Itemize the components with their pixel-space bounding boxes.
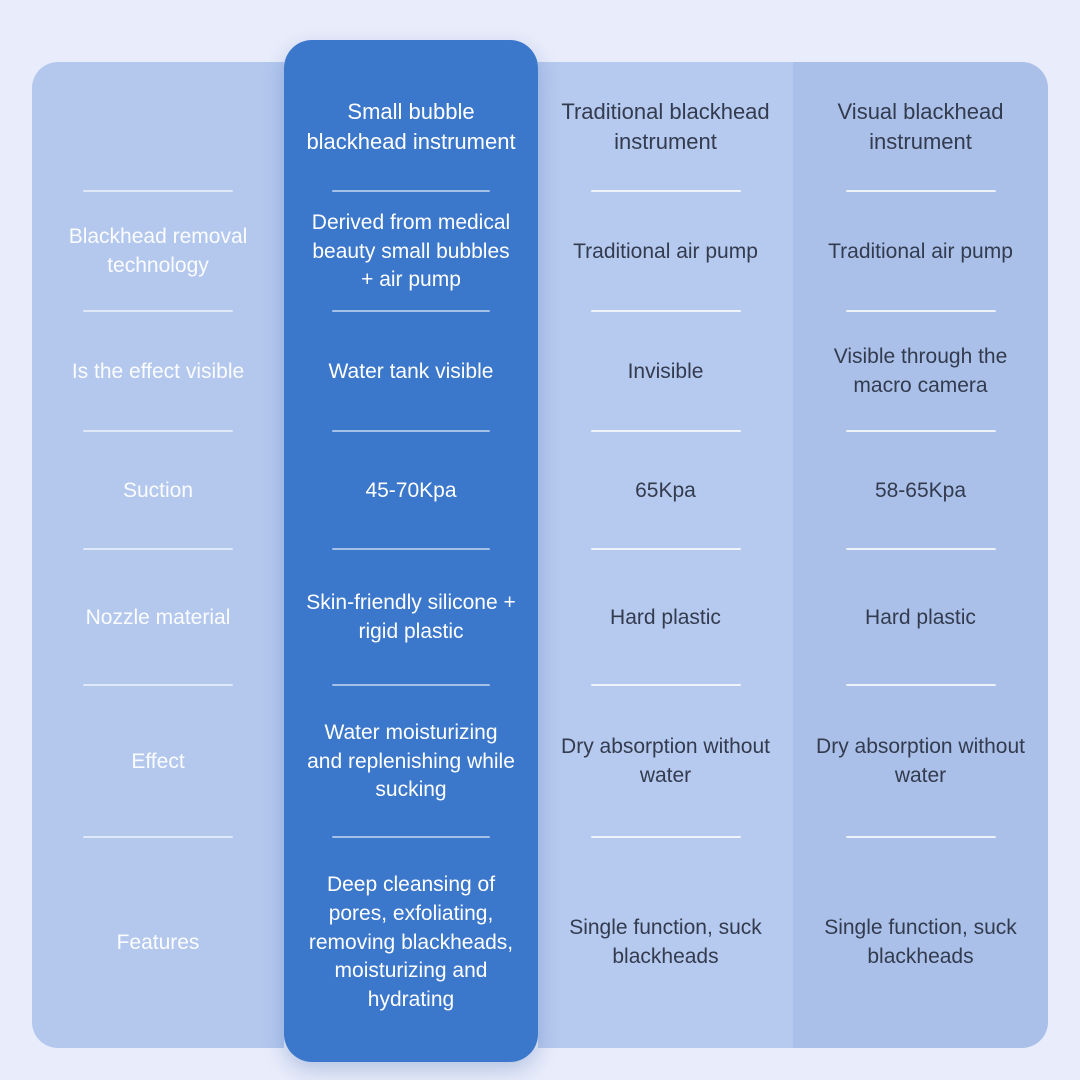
cell-value: Visible through the macro camera [833, 345, 1008, 397]
row-label-cell: Effect [32, 686, 284, 838]
table-cell: Hard plastic [538, 550, 793, 686]
table-cell: Single function, suck blackheads [538, 838, 793, 1048]
row-divider [83, 836, 233, 838]
table-cell: Water tank visible [284, 312, 538, 432]
table-cell: Single function, suck blackheads [793, 838, 1048, 1048]
row-divider [83, 684, 233, 686]
table-cell: 45-70Kpa [284, 432, 538, 550]
table-cell: Invisible [538, 312, 793, 432]
cell-value: Derived from medical beauty small bubble… [311, 210, 511, 292]
cell-value: Water moisturizing and replenishing whil… [307, 720, 515, 802]
highlighted-product-column-inner: Small bubble blackhead instrument Derive… [284, 40, 538, 1062]
row-labels-column-inner: Blackhead removal technology Is the effe… [32, 62, 284, 1048]
row-labels-column: Blackhead removal technology Is the effe… [32, 62, 284, 1048]
cell-value: Traditional air pump [828, 239, 1013, 263]
row-label-cell: Nozzle material [32, 550, 284, 686]
row-divider [845, 310, 996, 312]
row-divider [845, 190, 996, 192]
cell-value: 45-70Kpa [365, 478, 457, 502]
table-cell: Traditional air pump [538, 192, 793, 312]
column-header: Small bubble blackhead instrument [306, 98, 516, 154]
row-label-cell: Features [32, 838, 284, 1048]
row-label: Features [116, 930, 200, 954]
traditional-product-column-inner: Traditional blackhead instrument Traditi… [538, 62, 793, 1048]
row-divider [83, 430, 233, 432]
row-divider [83, 190, 233, 192]
table-cell: Traditional air pump [793, 192, 1048, 312]
row-divider [845, 548, 996, 550]
cell-value: Traditional air pump [573, 239, 758, 263]
cell-value: Single function, suck blackheads [824, 916, 1017, 968]
row-label: Nozzle material [85, 605, 231, 629]
row-divider [590, 836, 741, 838]
cell-value: Skin-friendly silicone + rigid plastic [306, 591, 516, 643]
table-cell: 58-65Kpa [793, 432, 1048, 550]
column-header: Visual blackhead instrument [837, 98, 1004, 154]
table-cell: Skin-friendly silicone + rigid plastic [284, 550, 538, 686]
row-divider [332, 548, 490, 550]
table-cell: 65Kpa [538, 432, 793, 550]
cell-value: Hard plastic [865, 605, 976, 629]
traditional-product-column: Traditional blackhead instrument Traditi… [538, 62, 793, 1048]
table-cell: Dry absorption without water [793, 686, 1048, 838]
table-cell: Visible through the macro camera [793, 312, 1048, 432]
row-label: Suction [122, 478, 194, 502]
column-header-cell: Small bubble blackhead instrument [284, 62, 538, 192]
row-divider [332, 684, 490, 686]
cell-value: Hard plastic [610, 605, 721, 629]
cell-value: Invisible [627, 359, 704, 383]
row-divider [590, 684, 741, 686]
table-cell: Deep cleansing of pores, exfoliating, re… [284, 838, 538, 1048]
row-divider [845, 430, 996, 432]
row-divider [332, 310, 490, 312]
row-divider [332, 190, 490, 192]
row-label-cell: Is the effect visible [32, 312, 284, 432]
row-divider [590, 310, 741, 312]
row-divider [332, 430, 490, 432]
visual-product-column-inner: Visual blackhead instrument Traditional … [793, 62, 1048, 1048]
cell-value: Single function, suck blackheads [569, 916, 762, 968]
visual-product-column: Visual blackhead instrument Traditional … [793, 62, 1048, 1048]
row-divider [590, 548, 741, 550]
row-divider [83, 310, 233, 312]
row-label-cell: Blackhead removal technology [32, 192, 284, 312]
comparison-table: Blackhead removal technology Is the effe… [32, 40, 1048, 1062]
row-divider [845, 836, 996, 838]
row-label-cell: Suction [32, 432, 284, 550]
cell-value: Dry absorption without water [561, 735, 770, 787]
row-divider [590, 190, 741, 192]
row-label: Effect [131, 749, 185, 773]
cell-value: 65Kpa [635, 478, 696, 502]
highlighted-product-column: Small bubble blackhead instrument Derive… [284, 40, 538, 1062]
cell-value: Deep cleansing of pores, exfoliating, re… [308, 872, 514, 1012]
cell-value: Water tank visible [328, 359, 494, 383]
cell-value: 58-65Kpa [874, 478, 967, 502]
table-cell: Water moisturizing and replenishing whil… [284, 686, 538, 838]
row-divider [845, 684, 996, 686]
row-divider [83, 548, 233, 550]
table-cell: Hard plastic [793, 550, 1048, 686]
row-divider [332, 836, 490, 838]
empty-header-cell [32, 62, 284, 192]
table-cell: Dry absorption without water [538, 686, 793, 838]
column-header-cell: Traditional blackhead instrument [538, 62, 793, 192]
column-header-cell: Visual blackhead instrument [793, 62, 1048, 192]
column-header: Traditional blackhead instrument [561, 98, 770, 154]
row-label: Blackhead removal technology [68, 225, 248, 277]
row-label: Is the effect visible [71, 359, 245, 383]
table-cell: Derived from medical beauty small bubble… [284, 192, 538, 312]
row-divider [590, 430, 741, 432]
cell-value: Dry absorption without water [816, 735, 1025, 787]
